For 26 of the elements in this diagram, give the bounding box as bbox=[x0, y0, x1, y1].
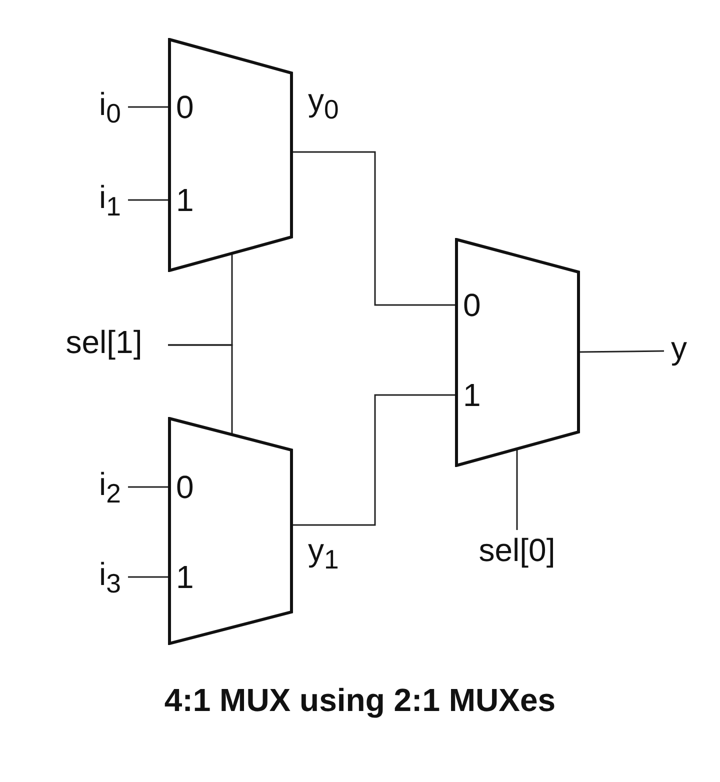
wire bbox=[293, 394, 455, 526]
signal-label: i$_{3}$ bbox=[92, 554, 128, 600]
wire bbox=[293, 151, 455, 306]
input-label: 1 bbox=[176, 559, 194, 595]
wire bbox=[580, 350, 664, 353]
wire bbox=[128, 106, 168, 108]
wire bbox=[516, 450, 518, 530]
caption: 4:1 MUX using 2:1 MUXes bbox=[164, 682, 556, 719]
wire bbox=[128, 486, 168, 488]
signal-label: sel[1] bbox=[40, 322, 168, 368]
signal-label: i$_{1}$ bbox=[92, 177, 128, 223]
signal-label: i$_{2}$ bbox=[92, 464, 128, 510]
input-label: 0 bbox=[176, 469, 194, 505]
wire bbox=[168, 344, 233, 434]
wire bbox=[128, 576, 168, 578]
wire bbox=[128, 199, 168, 201]
input-label: 0 bbox=[176, 89, 194, 125]
multiplexer-symbol bbox=[168, 417, 293, 645]
signal-label: sel[0] bbox=[467, 530, 567, 576]
input-label: 1 bbox=[176, 182, 194, 218]
multiplexer-symbol bbox=[455, 238, 580, 467]
signal-label: i$_{0}$ bbox=[92, 84, 128, 130]
input-label: 1 bbox=[463, 377, 481, 413]
input-label: 0 bbox=[463, 287, 481, 323]
signal-label: y bbox=[664, 328, 694, 374]
multiplexer-symbol bbox=[168, 38, 293, 272]
